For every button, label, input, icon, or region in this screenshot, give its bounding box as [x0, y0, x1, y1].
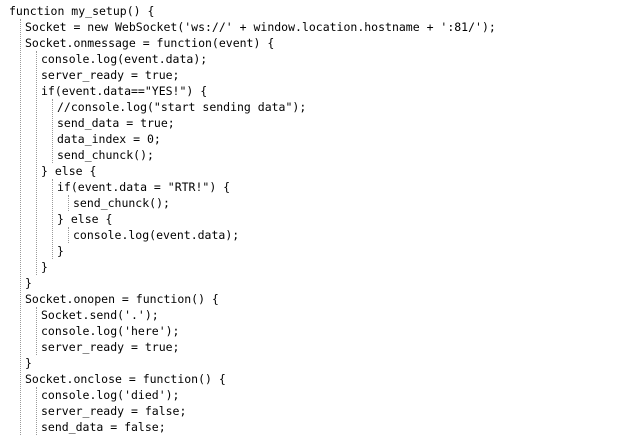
indent-guide	[36, 51, 37, 275]
code-line[interactable]: //console.log("start sending data");	[0, 99, 621, 115]
code-line[interactable]: server_ready = false;	[0, 403, 621, 419]
code-line[interactable]: Socket = new WebSocket('ws://' + window.…	[0, 19, 621, 35]
code-line[interactable]: Socket.send('.');	[0, 307, 621, 323]
code-line-text: console.log(event.data);	[41, 52, 208, 66]
indent-guide	[20, 19, 21, 435]
indent-guide	[52, 99, 53, 163]
code-line-text: Socket.send('.');	[41, 308, 159, 322]
code-line-text: //console.log("start sending data");	[57, 100, 307, 114]
code-line-text: send_chunck();	[57, 148, 154, 162]
code-line-text: send_data = false;	[41, 420, 166, 434]
indent-guide	[68, 227, 69, 243]
code-line-text: Socket.onopen = function() {	[25, 292, 219, 306]
code-line[interactable]: send_data = false;	[0, 419, 621, 435]
code-line[interactable]: server_ready = true;	[0, 67, 621, 83]
code-line-text: server_ready = true;	[41, 68, 180, 82]
code-line[interactable]: }	[0, 243, 621, 259]
code-line[interactable]: send_chunck();	[0, 195, 621, 211]
indent-guide	[68, 195, 69, 211]
code-line-text: } else {	[57, 212, 113, 226]
code-line-text: send_chunck();	[73, 196, 170, 210]
code-line-text: function my_setup() {	[9, 4, 155, 18]
code-line-text: Socket = new WebSocket('ws://' + window.…	[25, 20, 496, 34]
code-line-text: } else {	[41, 164, 97, 178]
code-line-text: data_index = 0;	[57, 132, 161, 146]
code-line[interactable]: send_chunck();	[0, 147, 621, 163]
code-line-text: console.log(event.data);	[73, 228, 240, 242]
code-line[interactable]: console.log('died');	[0, 387, 621, 403]
code-line[interactable]: if(event.data=="YES!") {	[0, 83, 621, 99]
code-line[interactable]: Socket.onmessage = function(event) {	[0, 35, 621, 51]
code-line[interactable]: send_data = true;	[0, 115, 621, 131]
code-line[interactable]: console.log('here');	[0, 323, 621, 339]
code-line[interactable]: server_ready = true;	[0, 339, 621, 355]
code-line-text: Socket.onclose = function() {	[25, 372, 226, 386]
code-line[interactable]: console.log(event.data);	[0, 51, 621, 67]
indent-guide	[36, 387, 37, 435]
code-line[interactable]: data_index = 0;	[0, 131, 621, 147]
code-line-text: server_ready = false;	[41, 404, 187, 418]
code-line-text: send_data = true;	[57, 116, 175, 130]
code-line-text: if(event.data = "RTR!") {	[57, 180, 231, 194]
code-line-text: console.log('died');	[41, 388, 180, 402]
code-line[interactable]: function my_setup() {	[0, 3, 621, 19]
code-line[interactable]: }	[0, 355, 621, 371]
indent-guide	[36, 307, 37, 355]
code-line-text: console.log('here');	[41, 324, 180, 338]
code-line[interactable]: if(event.data = "RTR!") {	[0, 179, 621, 195]
indent-guide	[52, 179, 53, 259]
code-line-text: server_ready = true;	[41, 340, 180, 354]
code-line[interactable]: }	[0, 259, 621, 275]
code-line-text: }	[57, 244, 64, 258]
code-line[interactable]: } else {	[0, 163, 621, 179]
code-line[interactable]: Socket.onclose = function() {	[0, 371, 621, 387]
code-line-text: Socket.onmessage = function(event) {	[25, 36, 275, 50]
code-line-text: }	[25, 356, 32, 370]
code-line[interactable]: Socket.onopen = function() {	[0, 291, 621, 307]
code-line-text: if(event.data=="YES!") {	[41, 84, 208, 98]
code-line-text: }	[25, 276, 32, 290]
code-line-text: }	[41, 260, 48, 274]
code-line[interactable]: console.log(event.data);	[0, 227, 621, 243]
code-line[interactable]: }	[0, 275, 621, 291]
code-line[interactable]: } else {	[0, 211, 621, 227]
